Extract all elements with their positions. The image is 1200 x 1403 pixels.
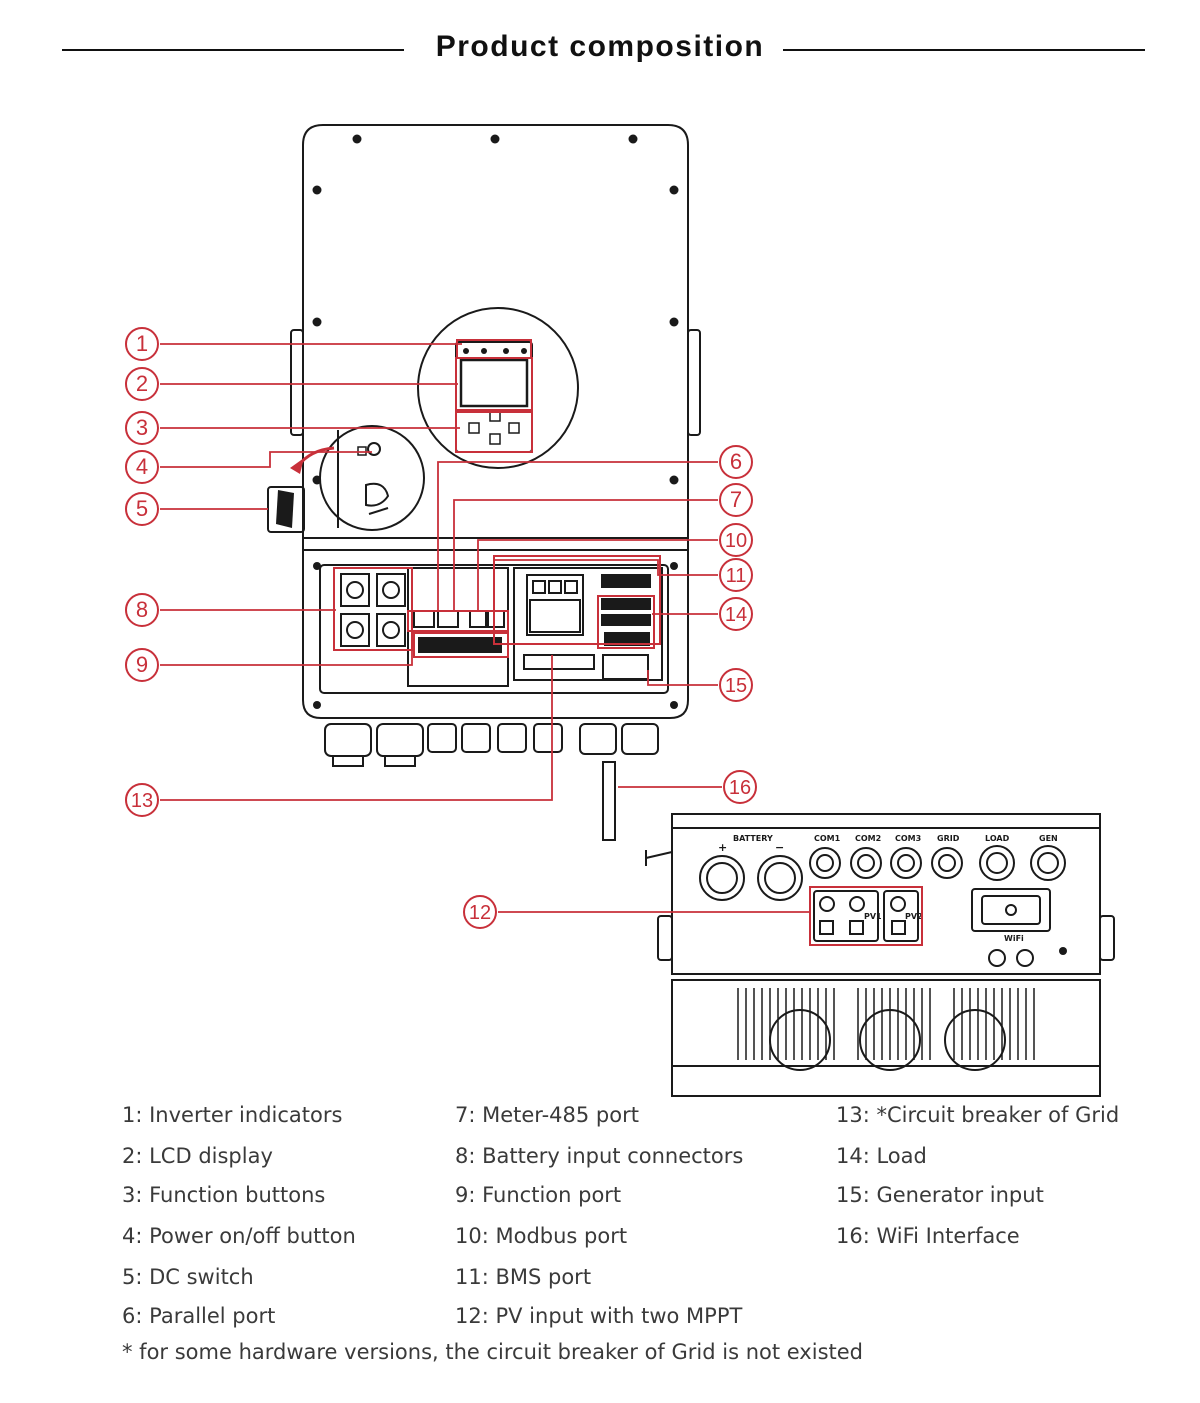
callout-number-11: 11 (726, 565, 747, 587)
callout-number-2: 2 (136, 371, 148, 396)
legend-item-13: 13: *Circuit breaker of Grid (836, 1103, 1120, 1127)
port-label-group: BATTERY + − COM1 COM2 COM3 GRID LOAD GEN… (718, 834, 1058, 943)
label-load: LOAD (985, 834, 1010, 843)
legend-item-6: 6: Parallel port (122, 1304, 276, 1328)
callout-number-4: 4 (136, 454, 148, 479)
label-wifi: WiFi (1004, 934, 1024, 943)
label-grid: GRID (937, 834, 960, 843)
label-gen: GEN (1039, 834, 1058, 843)
callout-number-6: 6 (730, 449, 742, 474)
callout-circle-8 (125, 593, 159, 627)
callout-circle-6 (719, 445, 753, 479)
callout-circle-7 (719, 483, 753, 517)
label-com3: COM3 (895, 834, 921, 843)
label-com2: COM2 (855, 834, 881, 843)
callout-number-13: 13 (131, 790, 153, 812)
header-rule-left (62, 49, 404, 51)
legend-item-12: 12: PV input with two MPPT (455, 1304, 743, 1328)
footnote: * for some hardware versions, the circui… (122, 1340, 863, 1364)
callout-circle-12 (463, 895, 497, 929)
label-com1: COM1 (814, 834, 841, 843)
callout-number-3: 3 (136, 415, 148, 440)
callout-number-15: 15 (725, 675, 747, 697)
callout-circle-3 (125, 411, 159, 445)
callout-number-9: 9 (136, 652, 148, 677)
legend-item-14: 14: Load (836, 1144, 927, 1168)
callout-circle-2 (125, 367, 159, 401)
callout-number-8: 8 (136, 597, 148, 622)
legend-item-15: 15: Generator input (836, 1183, 1044, 1207)
callout-number-5: 5 (136, 496, 148, 521)
power-arrow-head (290, 458, 304, 474)
label-plus: + (718, 841, 727, 854)
legend-item-16: 16: WiFi Interface (836, 1224, 1020, 1248)
callout-circle-14 (719, 597, 753, 631)
callout-circle-5 (125, 492, 159, 526)
callout-lines (160, 343, 810, 913)
page-title: Product composition (435, 30, 765, 63)
legend-item-2: 2: LCD display (122, 1144, 273, 1168)
callout-circle-9 (125, 648, 159, 682)
callout-circle-1 (125, 327, 159, 361)
label-battery: BATTERY (733, 834, 773, 843)
callout-circle-10 (719, 523, 753, 557)
callout-number-14: 14 (725, 604, 747, 626)
legend-item-10: 10: Modbus port (455, 1224, 628, 1248)
legend-item-11: 11: BMS port (455, 1265, 592, 1289)
callout-circle-15 (719, 668, 753, 702)
inverter-diagram: BATTERY + − COM1 COM2 COM3 GRID LOAD GEN… (125, 124, 1115, 1097)
callout-circle-16 (723, 770, 757, 804)
header-rule-right (783, 49, 1145, 51)
callout-number-10: 10 (725, 530, 747, 552)
callout-boxes (333, 339, 923, 946)
callout-circle-13 (125, 783, 159, 817)
callout-number-12: 12 (469, 902, 491, 924)
callout-circle-11 (719, 558, 753, 592)
legend-item-7: 7: Meter-485 port (455, 1103, 639, 1127)
callout-number-7: 7 (730, 487, 742, 512)
legend-item-8: 8: Battery input connectors (455, 1144, 744, 1168)
callout-number-1: 1 (136, 331, 148, 356)
inverter-bottom-view (645, 813, 1115, 1097)
label-minus: − (775, 841, 784, 854)
inverter-front-view (267, 124, 701, 841)
legend-item-4: 4: Power on/off button (122, 1224, 356, 1248)
legend-item-9: 9: Function port (455, 1183, 622, 1207)
label-pv1: PV1 (864, 912, 882, 921)
legend-item-3: 3: Function buttons (122, 1183, 326, 1207)
callout-circle-4 (125, 450, 159, 484)
legend-item-1: 1: Inverter indicators (122, 1103, 343, 1127)
legend-item-5: 5: DC switch (122, 1265, 254, 1289)
callout-number-16: 16 (729, 777, 751, 799)
label-pv2: PV2 (905, 912, 923, 921)
